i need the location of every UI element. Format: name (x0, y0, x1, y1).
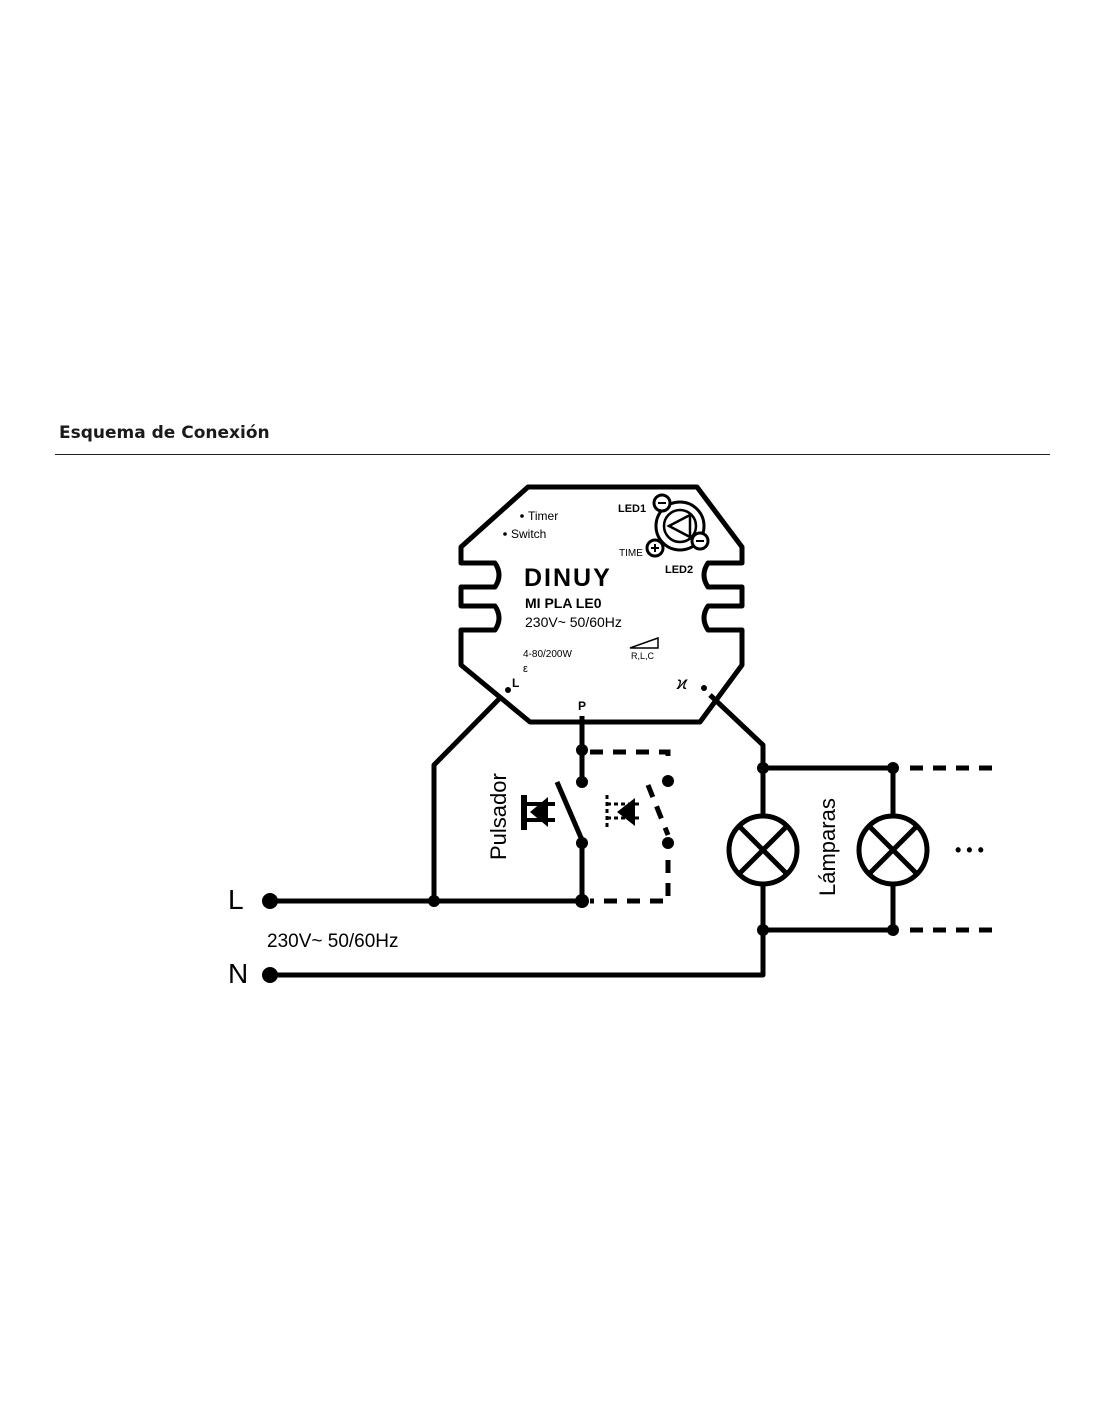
title-divider (55, 454, 1050, 455)
mode-switch-label: Switch (511, 527, 546, 541)
timer-dot (520, 514, 524, 518)
brand-logo: DINUY (524, 564, 612, 592)
terminal-l-label: L (512, 676, 519, 690)
epsilon-mark: ε (523, 663, 528, 675)
device-body (458, 484, 745, 725)
wire-l-to-device (431, 695, 503, 901)
section-title: Esquema de Conexión (59, 423, 270, 443)
terminal-p-label: P (578, 699, 586, 713)
pushbutton-label: Pulsador (486, 773, 511, 860)
pushbutton-lever[interactable] (554, 781, 585, 841)
optional-pushbutton-icon (605, 795, 640, 830)
optional-pushbutton-dashed (590, 749, 671, 904)
time-knob-icon[interactable] (645, 493, 710, 558)
lamp-1-icon (726, 813, 800, 887)
lamps-ellipsis: • • • (955, 840, 984, 860)
pushbutton-icon (521, 795, 555, 830)
supply-label: 230V~ 50/60Hz (267, 931, 399, 952)
model-label: MI PLA LE0 (525, 595, 602, 611)
lamps-continuation-dashed (910, 765, 995, 933)
load-types-label: R,L,C (631, 651, 655, 661)
terminal-l-dot (505, 687, 511, 693)
dimmer-ramp-icon (629, 636, 659, 649)
junction-dots (262, 744, 899, 983)
led2-label: LED2 (665, 564, 693, 576)
time-label: TIME (619, 548, 643, 559)
lamps-label: Lámparas (815, 798, 840, 896)
wire-line (270, 843, 585, 904)
mode-timer-label: Timer (528, 509, 558, 523)
device-rating: 230V~ 50/60Hz (525, 614, 622, 630)
lamp-output-symbol: ϰ (676, 673, 688, 693)
lamp-2-icon (856, 813, 930, 887)
neutral-label: N (228, 958, 248, 989)
line-label: L (228, 884, 244, 915)
power-label: 4-80/200W (523, 649, 572, 660)
terminal-load-dot (701, 685, 707, 691)
switch-dot (503, 532, 507, 536)
led1-label: LED1 (618, 503, 646, 515)
